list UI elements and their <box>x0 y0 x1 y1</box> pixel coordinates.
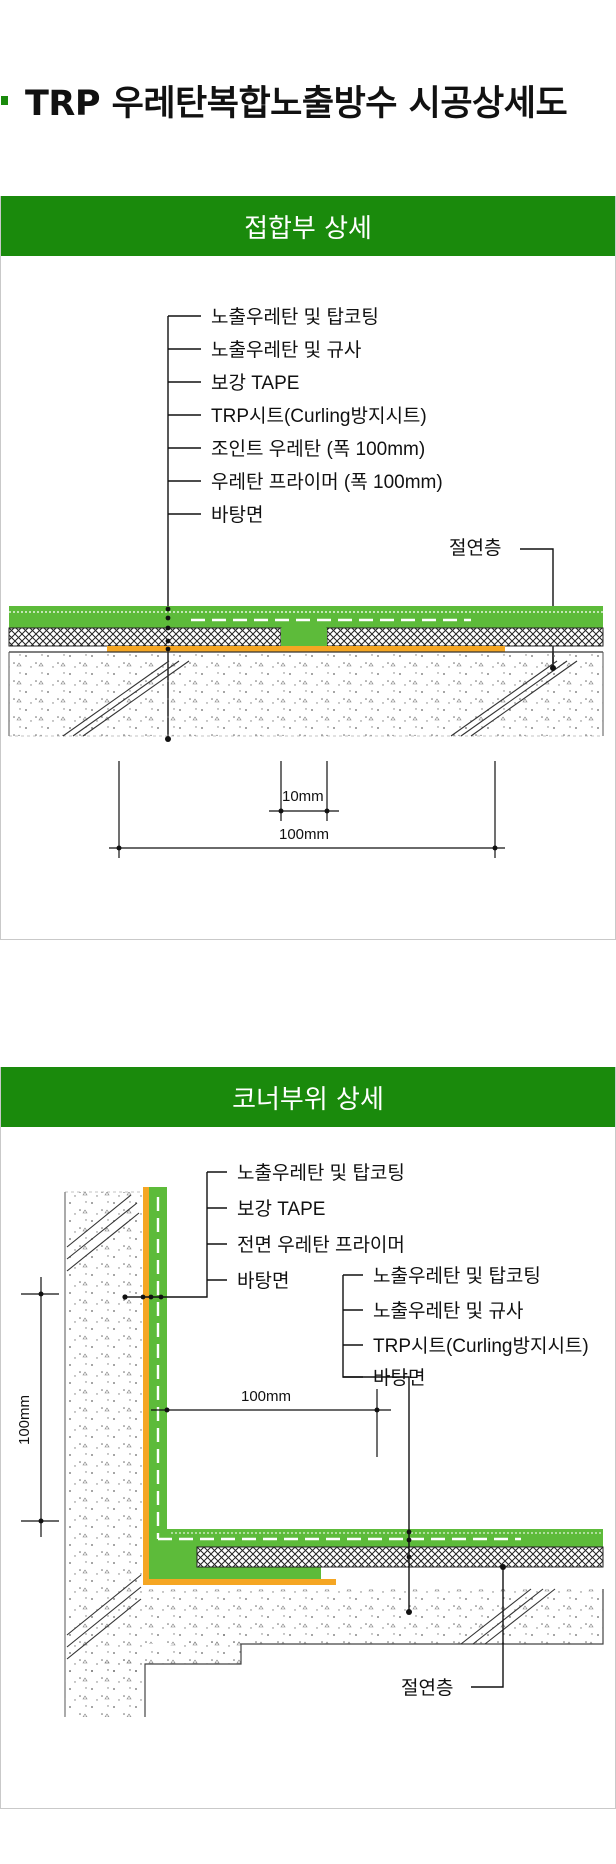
corner-dim-vertical: 100mm <box>16 1395 33 1445</box>
joint-label-5: 조인트 우레탄 (폭 100mm) <box>211 438 425 460</box>
joint-label-7: 바탕면 <box>211 504 263 526</box>
corner-detail-header: 코너부위 상세 <box>1 1067 615 1127</box>
corner-detail-diagram: 노출우레탄 및 탑코팅 보강 TAPE 전면 우레탄 프라이머 바탕면 노출우레… <box>16 1162 604 1717</box>
corner-upper-label-2: 보강 TAPE <box>237 1198 325 1220</box>
joint-label-1: 노출우레탄 및 탑코팅 <box>211 306 379 328</box>
joint-label-4: TRP시트(Curling방지시트) <box>211 405 427 427</box>
joint-dim-small: 10mm <box>282 788 324 805</box>
joint-dim-large: 100mm <box>279 826 329 843</box>
joint-insulation-label: 절연층 <box>449 537 501 559</box>
corner-upper-label-3: 전면 우레탄 프라이머 <box>237 1234 405 1256</box>
corner-lower-label-2: 노출우레탄 및 규사 <box>373 1300 523 1322</box>
joint-label-6: 우레탄 프라이머 (폭 100mm) <box>211 471 443 493</box>
joint-detail-diagram: 노출우레탄 및 탑코팅 노출우레탄 및 규사 보강 TAPE TRP시트(Cur… <box>8 306 604 858</box>
joint-detail-header: 접합부 상세 <box>1 196 615 256</box>
joint-detail-panel: 접합부 상세 노출우레탄 및 탑코 <box>0 196 616 940</box>
corner-lower-label-4: 바탕면 <box>373 1367 425 1389</box>
corner-detail-panel: 코너부위 상세 <box>0 1067 616 1809</box>
corner-insulation-label: 절연층 <box>401 1677 453 1699</box>
corner-dim-horizontal: 100mm <box>241 1388 291 1405</box>
title-marker <box>1 95 8 105</box>
page-title: TRP 우레탄복합노출방수 시공상세도 <box>0 74 616 126</box>
corner-lower-label-1: 노출우레탄 및 탑코팅 <box>373 1265 541 1287</box>
corner-lower-label-3: TRP시트(Curling방지시트) <box>373 1335 589 1357</box>
corner-upper-label-1: 노출우레탄 및 탑코팅 <box>237 1162 405 1184</box>
corner-upper-label-4: 바탕면 <box>237 1270 289 1292</box>
joint-label-3: 보강 TAPE <box>211 372 299 394</box>
joint-label-2: 노출우레탄 및 규사 <box>211 339 361 361</box>
page-title-text: TRP 우레탄복합노출방수 시공상세도 <box>25 83 568 124</box>
